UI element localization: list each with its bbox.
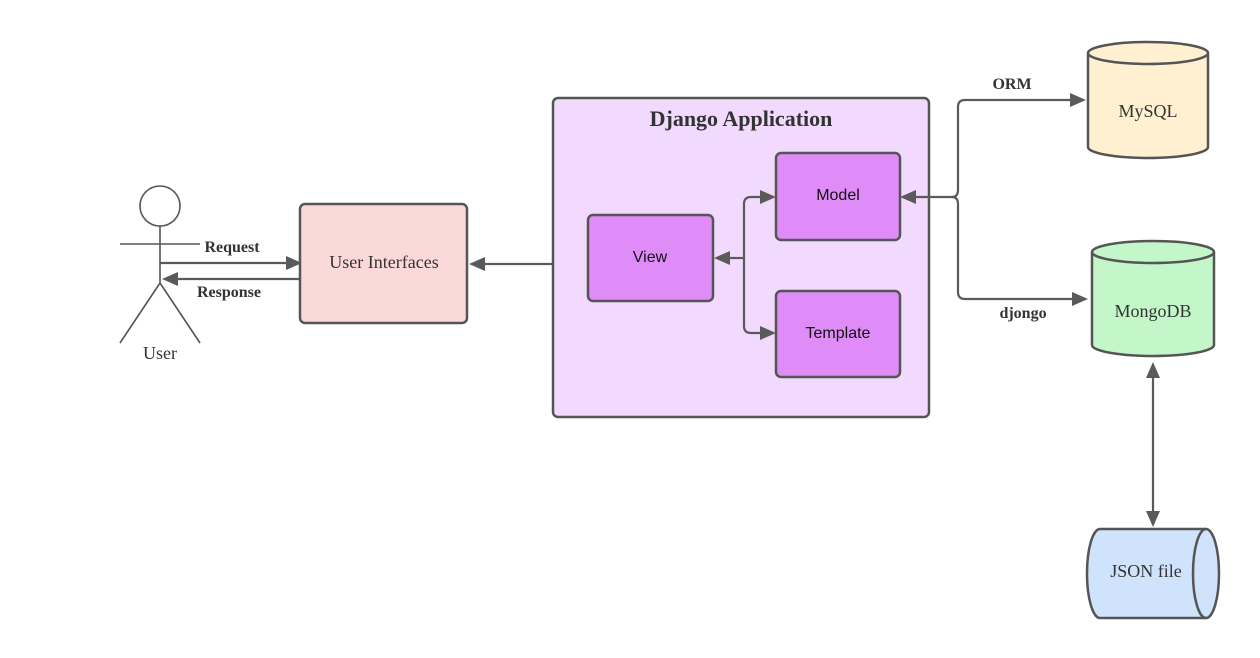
orm-edge-label: ORM — [992, 76, 1031, 93]
user-interfaces-node: User Interfaces — [298, 202, 469, 325]
model-node: Model — [774, 151, 902, 242]
view-node: View — [586, 213, 715, 303]
mongodb-cylinder — [1090, 239, 1216, 358]
model-box — [774, 151, 902, 242]
mongodb-json-edge — [1146, 362, 1160, 527]
mongodb-label: MongoDB — [1114, 301, 1191, 321]
user-actor-head — [139, 185, 181, 227]
json-file-label: JSON file — [1110, 561, 1182, 581]
view-box — [586, 213, 715, 303]
user-actor: User — [119, 185, 201, 363]
user-actor-label: User — [143, 343, 177, 363]
user-interfaces-box — [298, 202, 469, 325]
response-edge-label: Response — [197, 284, 261, 301]
request-edge: Request — [160, 239, 302, 270]
model-label: Model — [816, 187, 860, 204]
view-model-template-edge — [714, 190, 776, 340]
user-actor-left-leg — [119, 282, 161, 344]
user-actor-right-leg — [159, 282, 201, 344]
mysql-label: MySQL — [1118, 101, 1177, 121]
template-label: Template — [806, 325, 871, 342]
mysql-cylinder — [1086, 40, 1210, 160]
template-box — [774, 289, 902, 379]
django-app-title: Django Application — [650, 106, 833, 131]
template-node: Template — [774, 289, 902, 379]
mongodb-node: MongoDB — [1090, 239, 1216, 358]
json-file-node: JSON file — [1085, 527, 1221, 620]
model-db-edge: ORM djongo — [900, 76, 1088, 322]
view-label: View — [633, 249, 668, 266]
request-edge-label: Request — [204, 239, 260, 256]
mysql-node: MySQL — [1086, 40, 1210, 160]
user-interfaces-label: User Interfaces — [329, 252, 438, 272]
response-edge: Response — [162, 272, 300, 301]
djongo-edge-label: djongo — [999, 305, 1046, 322]
